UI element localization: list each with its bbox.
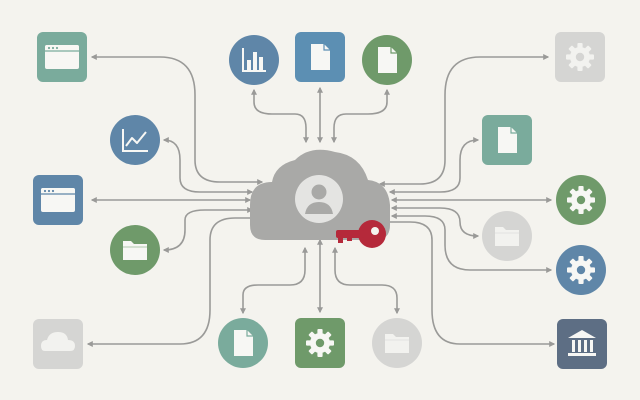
connector-analytics-chart [162,137,254,195]
document-icon [311,44,330,70]
document-icon [378,47,397,73]
node-folder-left[interactable] [110,225,160,275]
node-browser-mid-left[interactable] [33,175,83,225]
nodes [33,32,607,369]
bank-icon [568,330,596,356]
key-icon [336,220,386,248]
gear-icon [567,186,595,214]
gear-icon [567,256,595,284]
node-bank-bottom-right[interactable] [557,319,607,369]
cloud-icon [41,332,75,351]
node-gear-top-right[interactable] [555,32,605,82]
folder-icon [123,241,147,260]
connector-document-top-right [331,88,390,144]
node-browser-top-left[interactable] [37,32,87,82]
connector-folder-left [162,207,254,253]
node-background [557,319,607,369]
node-document-top[interactable] [295,32,345,82]
cloud-user-icon[interactable] [250,149,390,240]
connectors [86,54,556,347]
node-gear-right-green[interactable] [556,175,606,225]
node-folder-right[interactable] [482,211,532,261]
node-document-top-right[interactable] [362,35,412,85]
document-icon [498,127,517,153]
hub-user-body [305,202,333,214]
line-chart-icon [122,129,148,152]
hub-user-head [311,184,327,200]
browser-window-icon [45,45,79,69]
node-document-right[interactable] [482,115,532,165]
node-document-bottom-left[interactable] [218,318,268,368]
folder-icon [495,227,519,246]
node-gear-right-blue[interactable] [556,245,606,295]
document-icon [234,330,253,356]
browser-window-icon [41,188,75,212]
connector-bar-chart-top [251,88,309,144]
node-cloud-bottom-left[interactable] [33,319,83,369]
connector-cloud-bottom-left [86,215,264,347]
connector-folder-bottom [332,246,400,315]
gear-icon [306,329,334,357]
connector-bank-bottom-right [380,219,556,347]
node-gear-bottom[interactable] [295,318,345,368]
connector-document-right [388,137,480,195]
folder-icon [385,334,409,353]
connector-document-bottom-left [240,246,308,315]
bar-chart-icon [242,48,266,72]
node-analytics-chart[interactable] [110,115,160,165]
node-bar-chart-top[interactable] [229,35,279,85]
node-folder-bottom[interactable] [372,318,422,368]
gear-icon [566,43,594,71]
